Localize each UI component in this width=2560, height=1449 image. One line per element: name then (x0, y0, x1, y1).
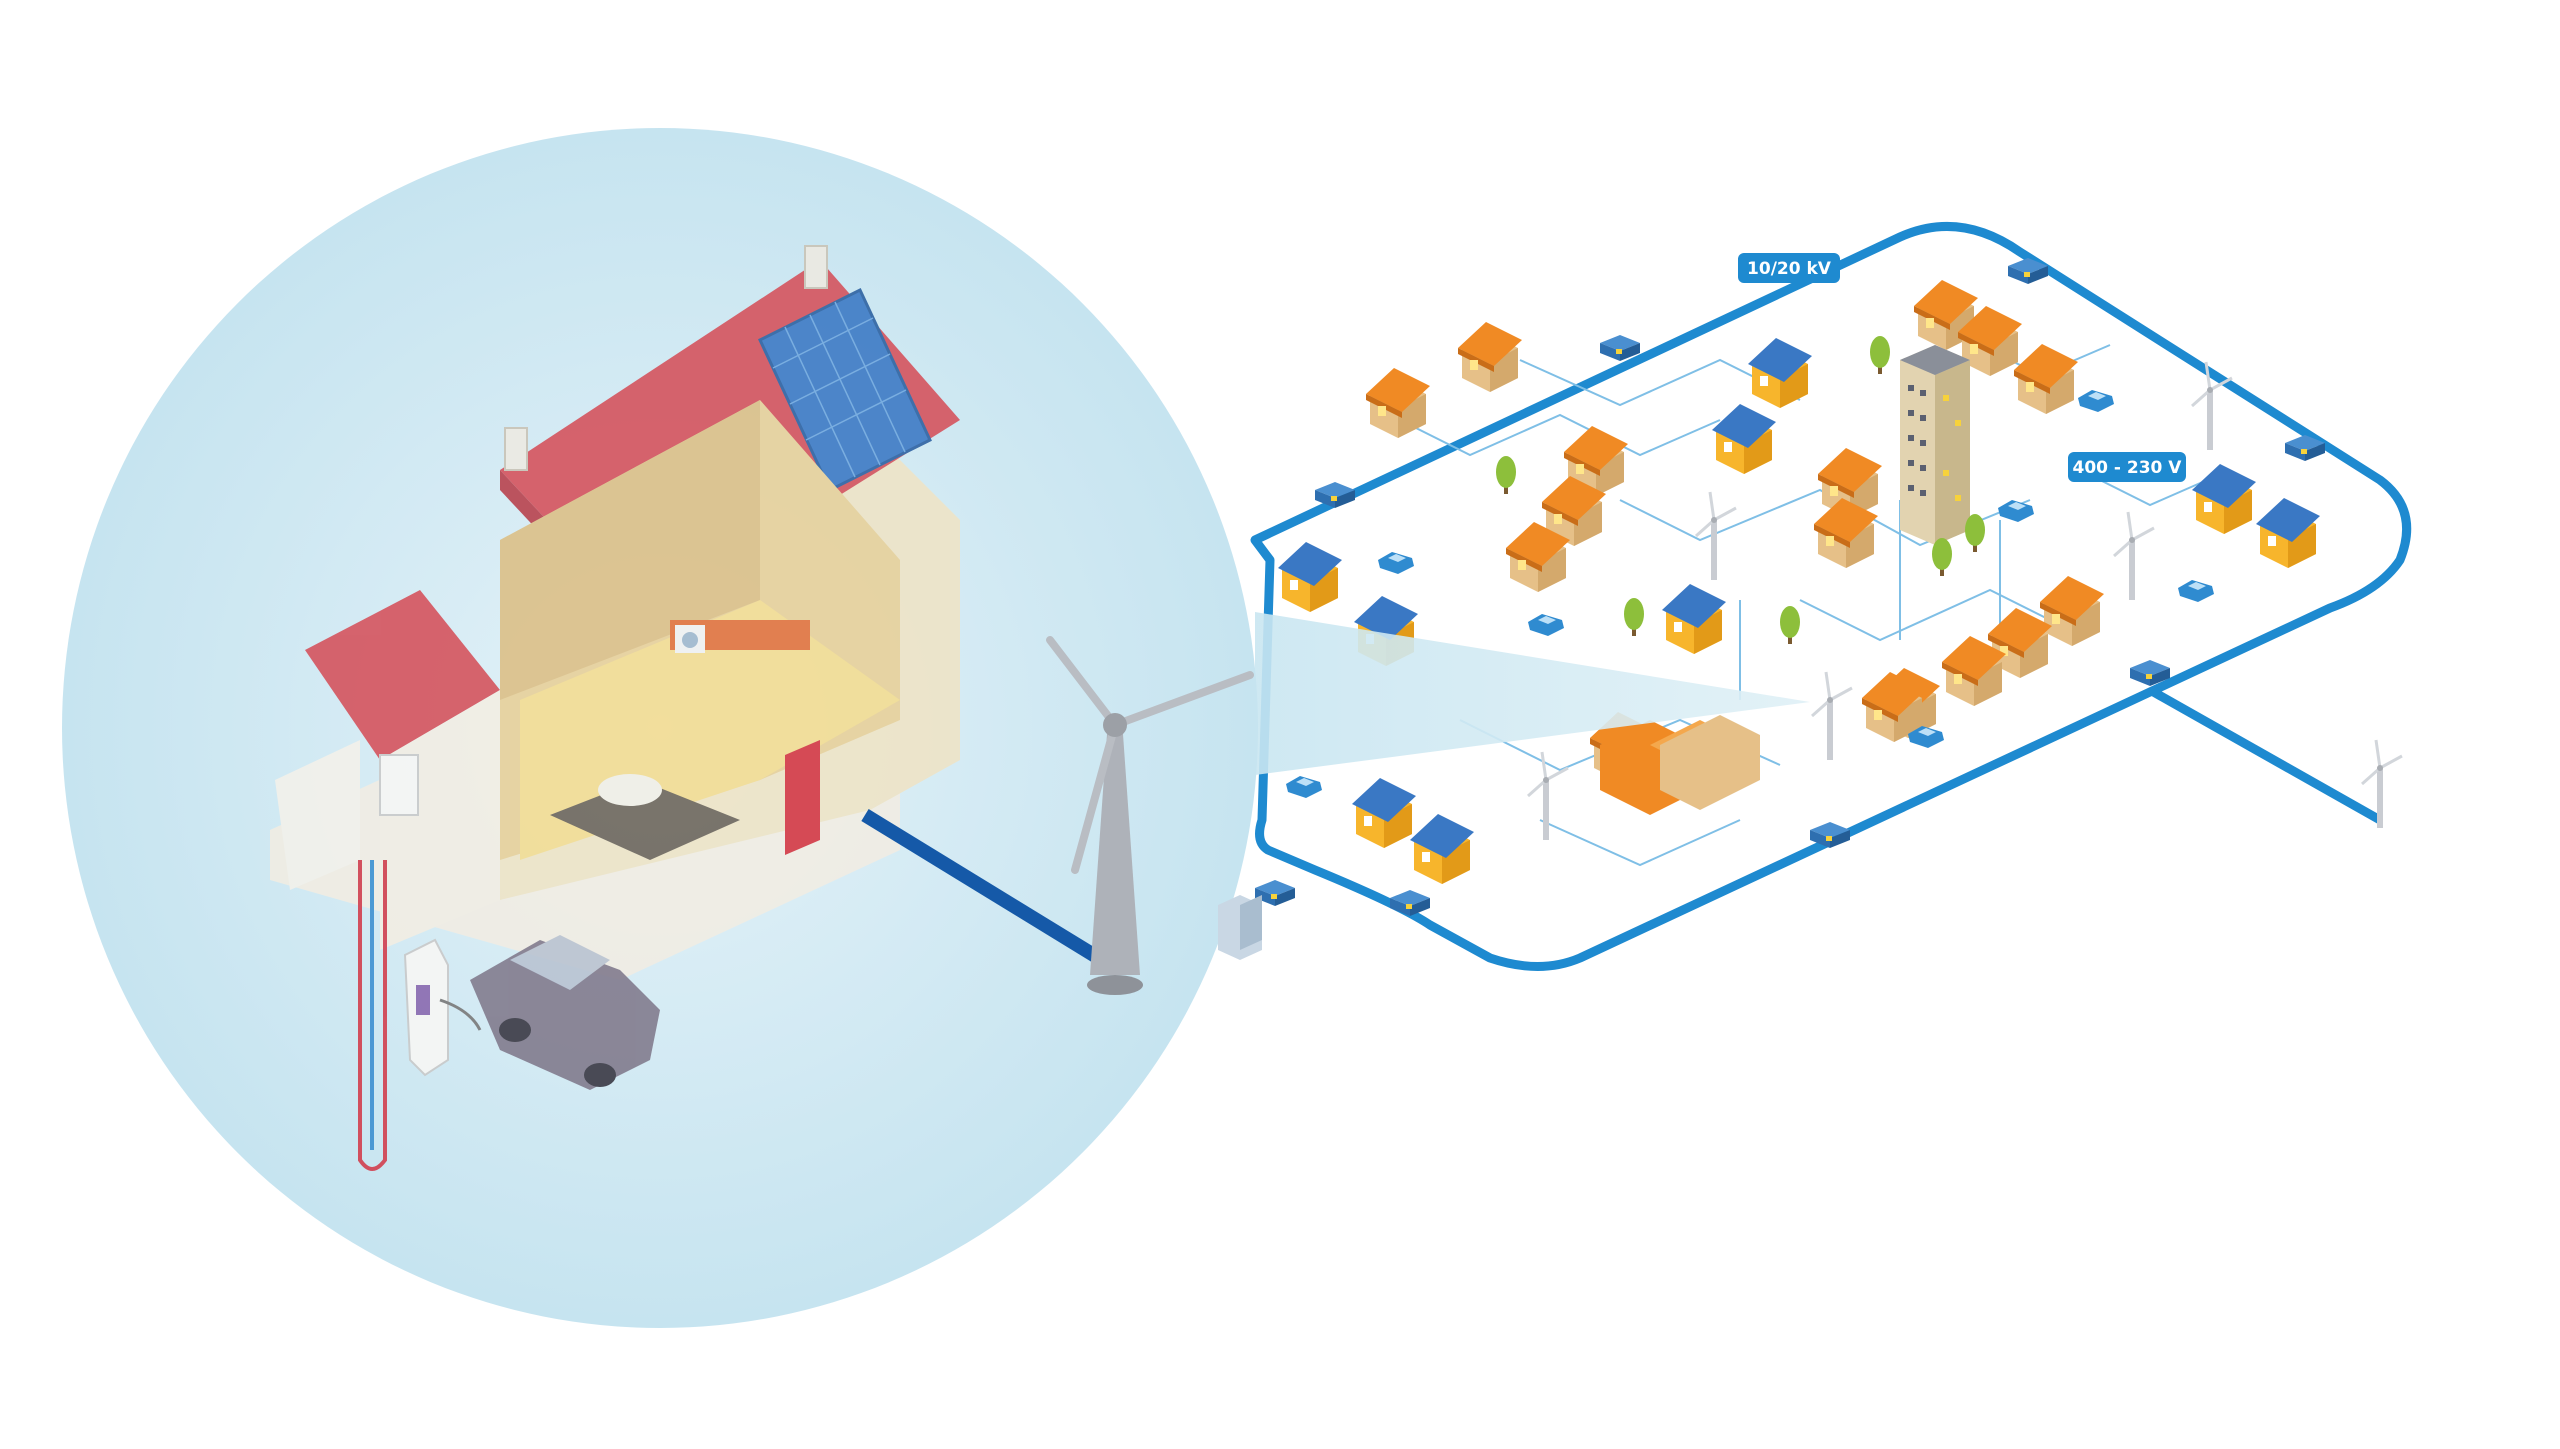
apartment-tower-icon (1900, 345, 1970, 545)
medium-voltage-label: 10/20 kV (1738, 253, 1840, 283)
charging-station-icon (403, 938, 482, 1077)
electric-car-icon (470, 935, 660, 1090)
underground-cable (861, 809, 1114, 971)
houses (1278, 280, 2320, 884)
svg-text:400 - 230 V: 400 - 230 V (2073, 458, 2183, 478)
battery-storage-icon (1218, 895, 1262, 960)
town-grid: 10/20 kV 400 - 230 V (1250, 221, 2412, 971)
zoom-beam (1255, 612, 1810, 775)
transformer-icon (1390, 890, 1430, 916)
wind-turbine-icon (861, 636, 1254, 995)
commercial-buildings (1600, 715, 1760, 815)
svg-text:10/20 kV: 10/20 kV (1747, 259, 1832, 279)
low-voltage-label: 400 - 230 V (2068, 452, 2186, 482)
house-cutaway-icon (270, 245, 960, 1171)
spur-cable-turbine (2147, 686, 2383, 824)
medium-voltage-ring-cable (1250, 221, 2412, 971)
